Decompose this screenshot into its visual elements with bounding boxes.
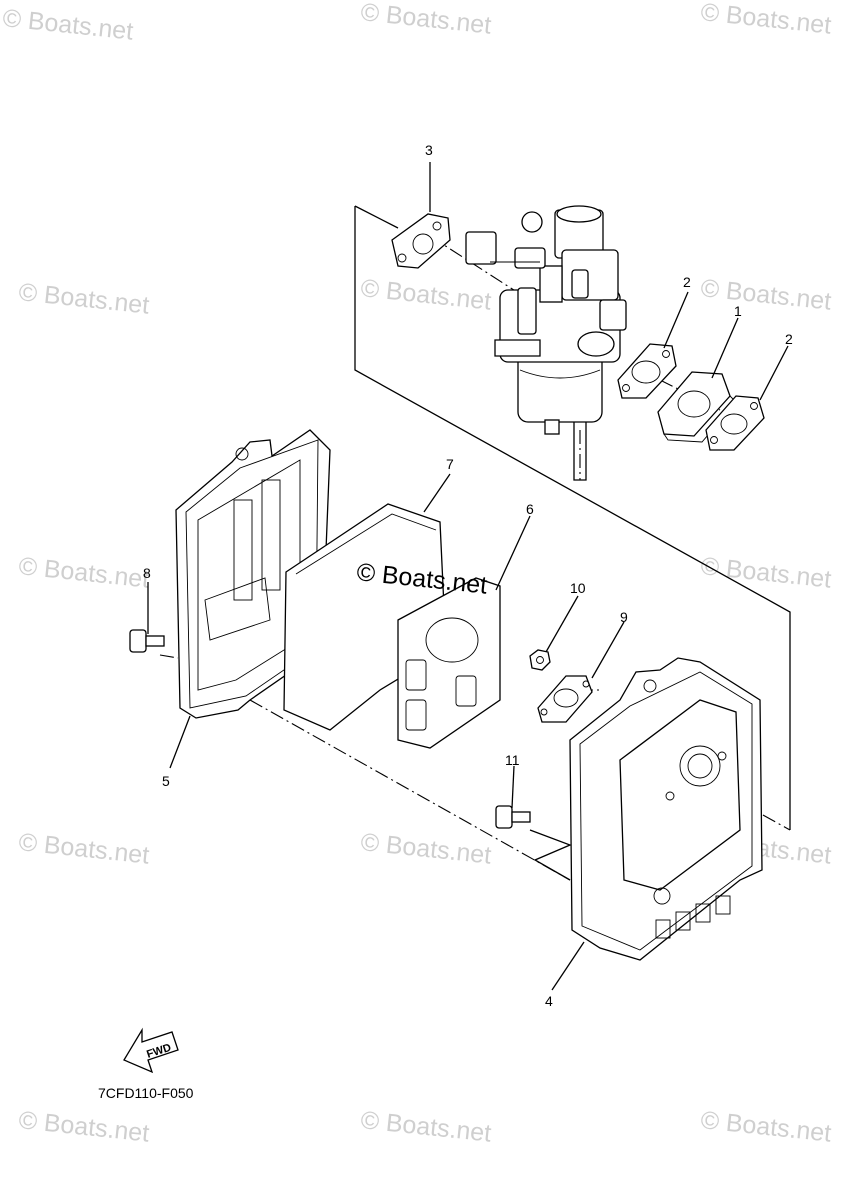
callout-1: 1: [734, 303, 742, 319]
callout-labels: 3 2 1 2 7 6 8 10 9 11 5 4: [143, 142, 793, 1009]
callout-7: 7: [446, 456, 454, 472]
callout-9: 9: [620, 609, 628, 625]
fwd-arrow-icon: FWD: [123, 1027, 179, 1074]
gasket-9: [537, 675, 593, 723]
muffler-4: [569, 657, 763, 961]
watermark: © Boats.net: [17, 552, 150, 594]
gasket-2-lower: [705, 395, 765, 451]
watermark: © Boats.net: [699, 1106, 832, 1148]
callout-5: 5: [162, 773, 170, 789]
diagram-code: 7CFD110-F050: [98, 1085, 194, 1101]
watermark: © Boats.net: [359, 274, 492, 316]
watermark: © Boats.net: [17, 278, 150, 320]
callout-2: 2: [683, 274, 691, 290]
leader-lines: [147, 162, 789, 991]
callout-6: 6: [526, 501, 534, 517]
watermark: © Boats.net: [359, 1106, 492, 1148]
gasket-3: [391, 213, 451, 269]
watermark: © Boats.net: [699, 0, 832, 40]
bolt-8: [129, 629, 165, 653]
callout-4: 4: [545, 993, 553, 1009]
callout-3: 3: [425, 142, 433, 158]
spacer-6: [397, 577, 501, 749]
callout-8: 8: [143, 565, 151, 581]
watermark: © Boats.net: [17, 1106, 150, 1148]
watermark: © Boats.net: [359, 0, 492, 40]
watermark: © Boats.net: [1, 4, 134, 46]
watermark: © Boats.net: [359, 828, 492, 870]
carburetor: [465, 205, 627, 481]
bolt-11: [495, 805, 531, 829]
watermark: © Boats.net: [699, 274, 832, 316]
watermark: © Boats.net: [17, 828, 150, 870]
gasket-2-upper: [617, 343, 677, 399]
nut-10: [529, 649, 551, 671]
callout-11: 11: [505, 752, 520, 768]
callout-2: 2: [785, 331, 793, 347]
callout-10: 10: [570, 580, 586, 596]
